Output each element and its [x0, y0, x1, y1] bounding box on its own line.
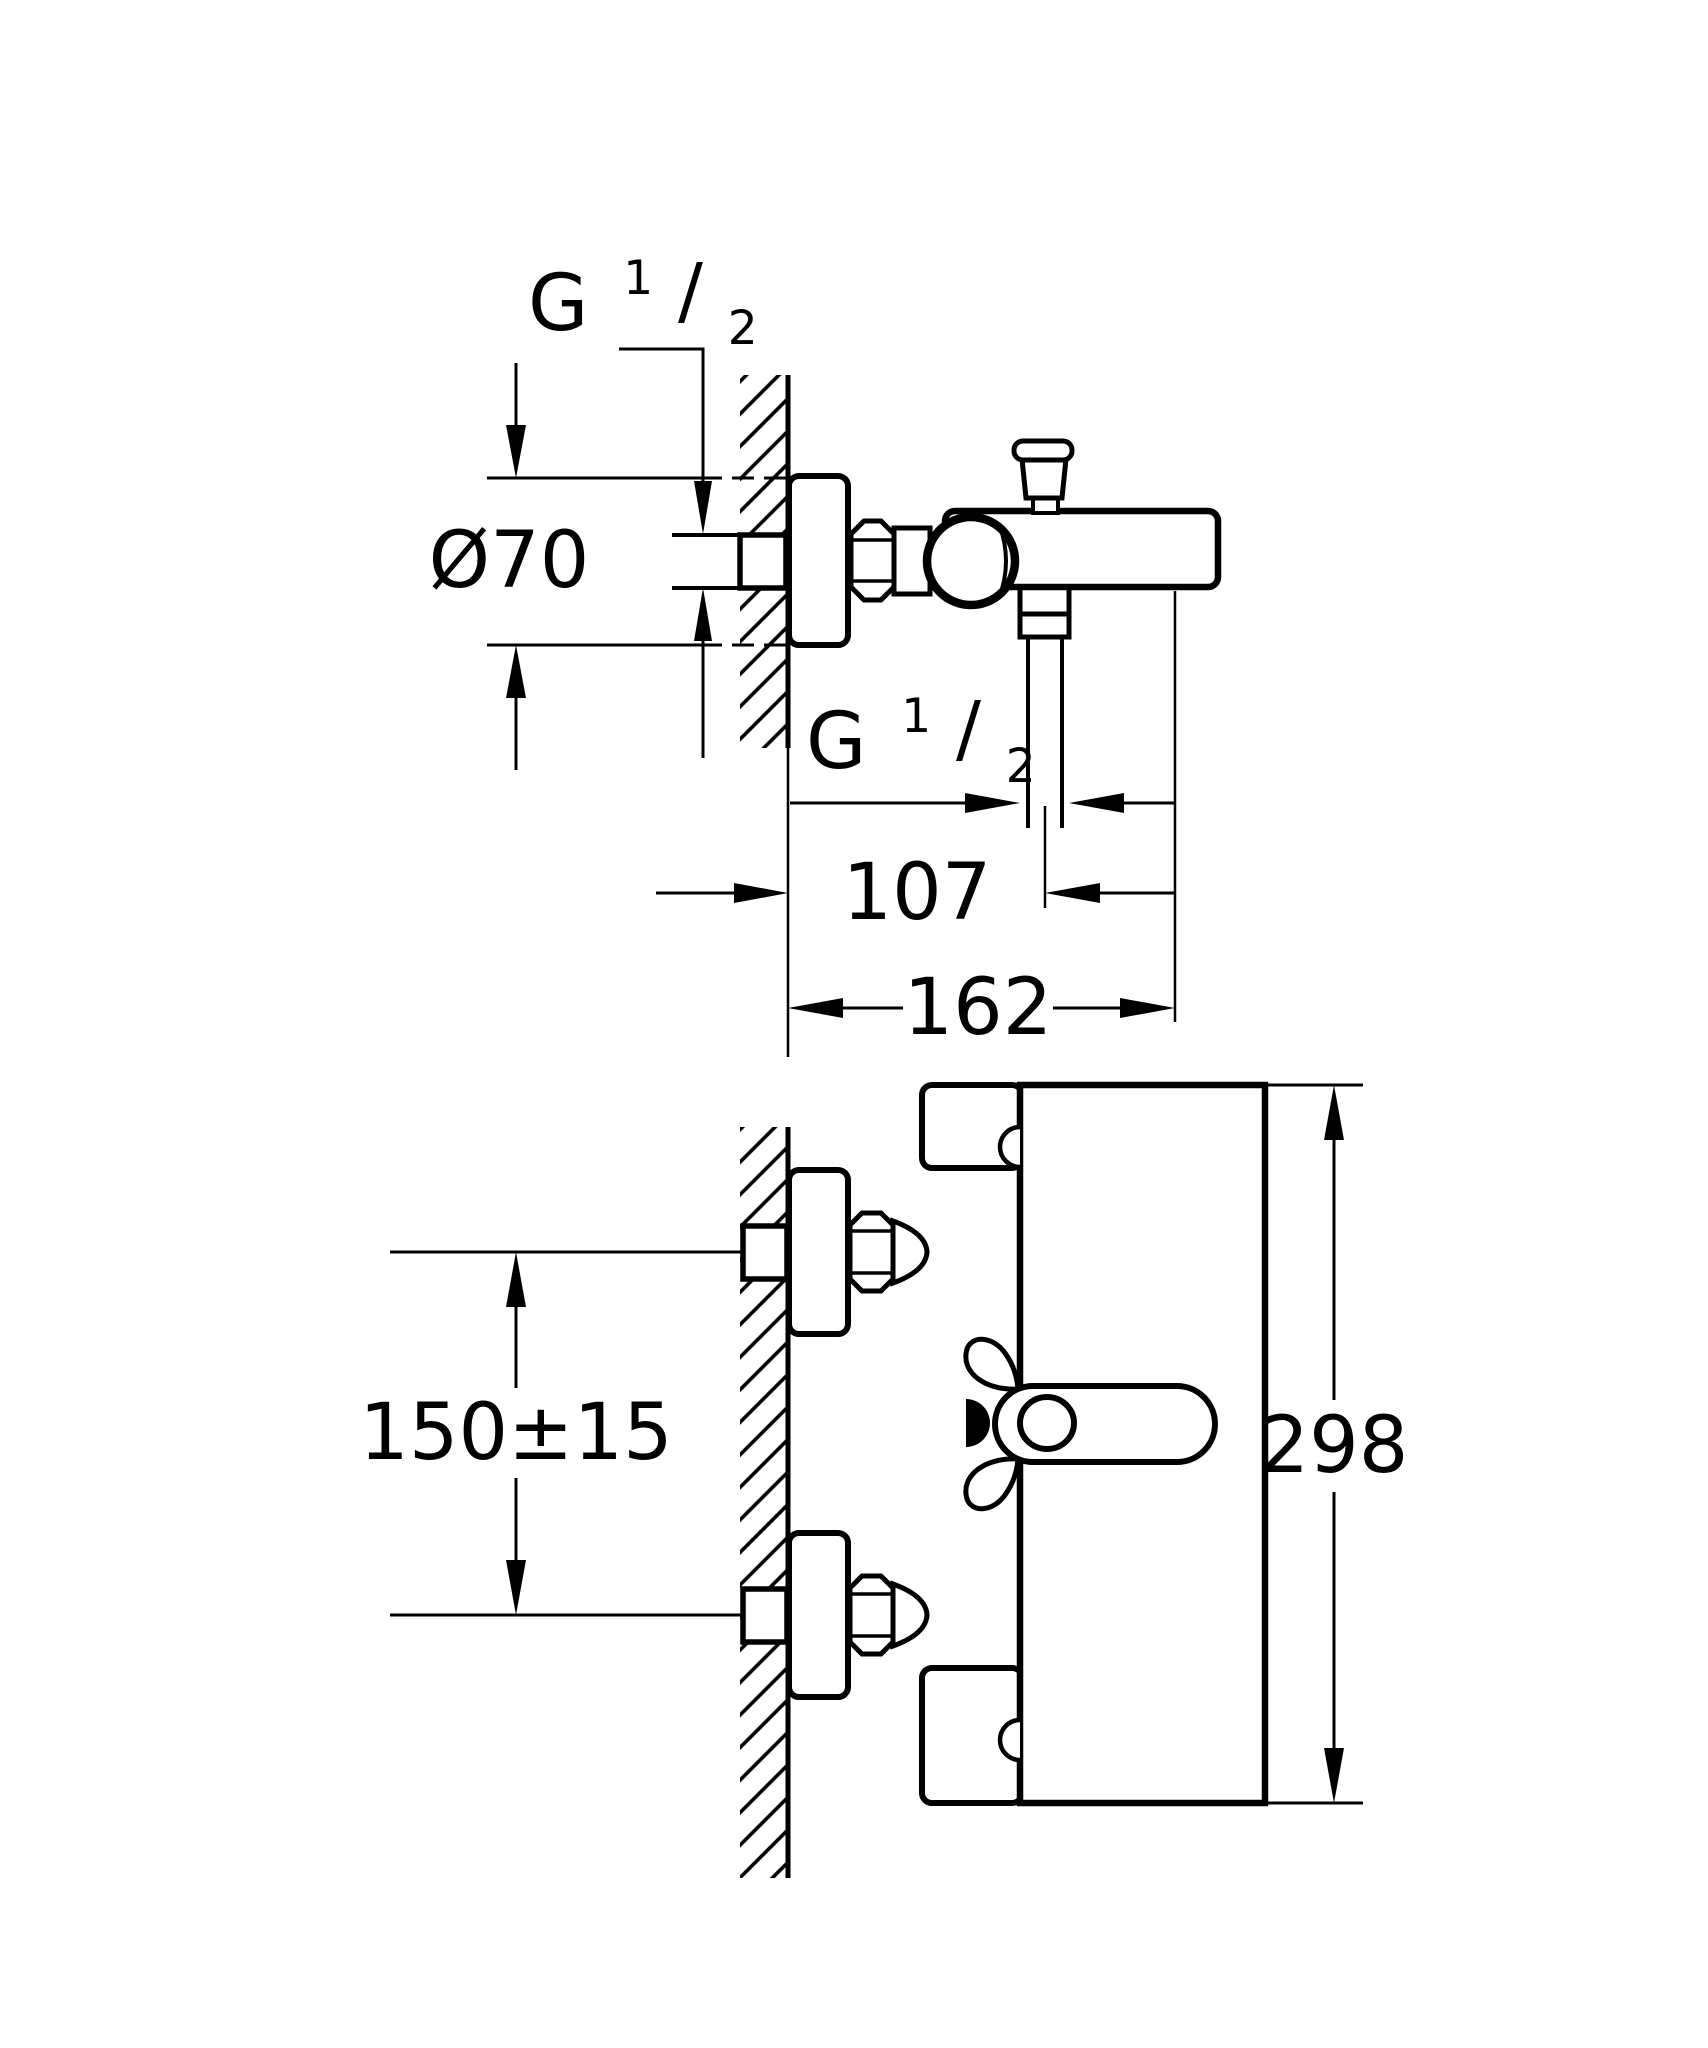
diameter-extension-lines [487, 476, 788, 647]
body-blend-arc [997, 523, 1008, 599]
union-cone-bottom [890, 1580, 930, 1650]
thread-top-slash: / [678, 248, 703, 334]
escutcheon-side [786, 473, 851, 648]
shower-hose-side [1026, 637, 1064, 828]
hex-union-nut-bottom [847, 1573, 896, 1657]
supply-union-nut-side [737, 532, 789, 591]
thread-top-sup: 1 [623, 251, 653, 306]
lever-root-curve-bottom [963, 1456, 1021, 1512]
supply-assembly-bottom [740, 1530, 930, 1700]
escutcheon-bottom [786, 1530, 851, 1700]
thread-mid-sup: 1 [901, 689, 931, 744]
diverter-knob [1011, 438, 1075, 515]
lever-root-curve-top [963, 1336, 1021, 1392]
hex-union-nut-side [848, 518, 897, 603]
side-view: Ø70 G 1 / 2 G 1 / 2 [429, 223, 1222, 1057]
lever-pivot-mark [966, 1399, 990, 1447]
thread-size-label-top: G 1 / 2 [528, 223, 758, 758]
thread-top-sub: 2 [728, 301, 758, 356]
screw-arc-bottom [997, 1717, 1021, 1763]
arrow-right-icon [1120, 998, 1175, 1018]
arrow-down-icon [694, 481, 712, 534]
escutcheon-top [786, 1167, 851, 1337]
dim-diameter-70: Ø70 [429, 363, 590, 770]
lever-hole [1017, 1394, 1077, 1452]
dim-298-label: 298 [1260, 1401, 1409, 1491]
dim-150: 150±15 [359, 1250, 742, 1617]
thread-mid-sub: 2 [1006, 739, 1036, 794]
dim-162-label: 162 [904, 963, 1053, 1053]
thread-mid-main: G [806, 697, 866, 787]
supply-union-nut-top [740, 1223, 790, 1282]
arrow-down-icon [506, 425, 526, 478]
supply-assembly-top [740, 1167, 930, 1337]
union-cone-top [890, 1217, 930, 1287]
arrow-up-icon [694, 588, 712, 641]
thread-size-label-mid: G 1 / 2 [790, 661, 1175, 813]
thread-mid-slash: / [956, 686, 981, 772]
dim-107: 107 [656, 848, 1175, 938]
arrow-left-icon [1069, 793, 1124, 813]
arrow-left-icon [1045, 883, 1100, 903]
arrow-up-icon [506, 1252, 526, 1307]
arrow-down-icon [506, 1560, 526, 1615]
dim-150-label: 150±15 [359, 1388, 673, 1478]
dim-162: 162 [788, 963, 1175, 1053]
diameter-label: Ø70 [429, 516, 590, 606]
thread-top-main: G [528, 259, 588, 349]
hex-union-nut-top [847, 1210, 896, 1294]
screw-arc-top [997, 1124, 1021, 1170]
svg-text:G 1 /: G 1 / 2 [806, 661, 1036, 794]
handle-knob-circle [922, 512, 1020, 610]
arrow-down-icon [1324, 1748, 1344, 1803]
dim-107-label: 107 [843, 848, 992, 938]
dim-298: 298 [1260, 1085, 1409, 1803]
arrow-right-icon [734, 883, 788, 903]
arrow-up-icon [1324, 1085, 1344, 1140]
front-view: 150±15 298 [359, 1081, 1409, 1878]
supply-union-nut-bottom [740, 1586, 790, 1645]
svg-text:G 1 /: G 1 / 2 [528, 223, 758, 356]
arrow-up-icon [506, 645, 526, 698]
arrow-left-icon [788, 998, 843, 1018]
arrow-right-icon [965, 793, 1020, 813]
spout-outlet-side [1017, 587, 1072, 640]
